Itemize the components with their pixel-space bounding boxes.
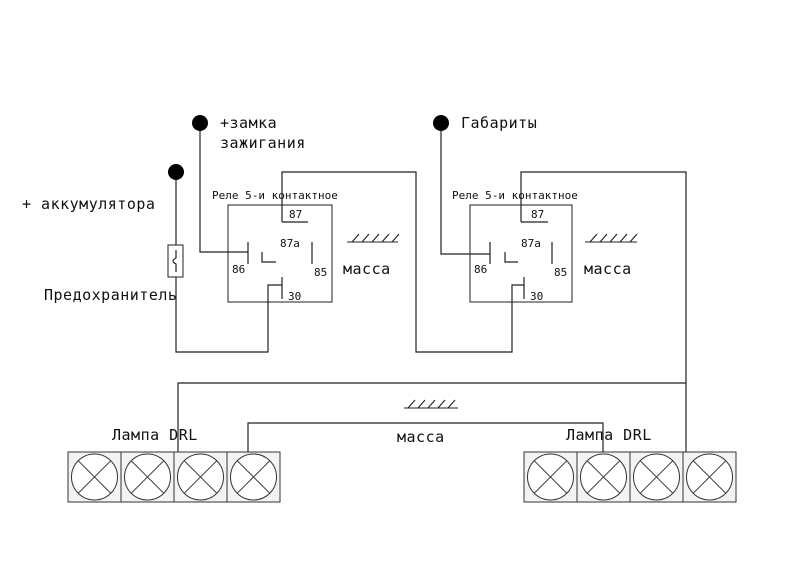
fuse-icon [167,244,184,278]
ignition-label-line1: +замка [220,114,277,132]
right-lamp-4-icon [682,451,737,503]
relay-2-ground-symbol [585,233,638,243]
relay-2-title: Реле 5-и контактное [452,189,578,202]
relay-1-pin-30: 30 [288,290,301,303]
relay-2-pin-85: 85 [554,266,567,279]
ignition-terminal [192,115,208,131]
relay-2: Реле 5-и контактное 87 87a 86 85 30 [452,189,578,303]
relay-1-pin-85: 85 [314,266,327,279]
parking-terminal [433,115,449,131]
relay-2-pin-87a: 87a [521,237,541,250]
relay-2-pin-30: 30 [530,290,543,303]
parking-label: Габариты [461,114,537,132]
relay-1-pin-87a: 87a [280,237,300,250]
relay-1-ground-label: масса [343,260,391,278]
right-lamp-1-icon [523,451,578,503]
relay-2-ground-label: масса [584,260,632,278]
battery-terminal [168,164,184,180]
left-lamp-label: Лампа DRL [112,426,198,444]
lamp-ground-label: масса [397,428,445,446]
battery-label: + аккумулятора [22,195,155,213]
relay-2-pin-86: 86 [474,263,487,276]
right-lamp-3-icon [629,451,684,503]
left-lamp-block [67,451,281,503]
right-lamp-block [523,451,737,503]
relay-1: Реле 5-и контактное 87 87a 86 85 30 [212,189,338,303]
left-lamp-4-icon [226,451,281,503]
wiring [175,131,687,452]
left-lamp-1-icon [67,451,122,503]
relay-1-title: Реле 5-и контактное [212,189,338,202]
relay-1-ground-symbol [347,233,400,243]
relay-1-pin-86: 86 [232,263,245,276]
left-lamp-3-icon [173,451,228,503]
ignition-label-line2: зажигания [220,134,306,152]
lamp-ground-symbol [404,399,458,409]
relay-2-pin-87: 87 [531,208,544,221]
left-lamp-2-icon [120,451,175,503]
right-lamp-label: Лампа DRL [566,426,652,444]
relay-1-pin-87: 87 [289,208,302,221]
fuse-label: Предохранитель [44,286,177,304]
right-lamp-2-icon [576,451,631,503]
